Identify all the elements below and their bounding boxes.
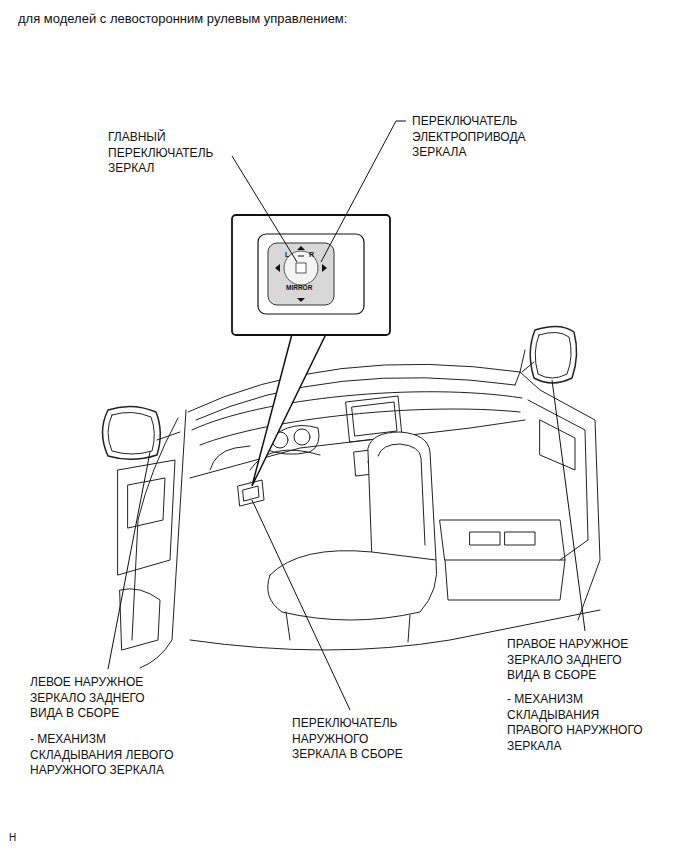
door-pocket	[120, 589, 160, 650]
leader-line	[232, 156, 297, 262]
switch-arrows	[275, 246, 327, 302]
center-console	[440, 520, 565, 560]
a-pillar	[515, 350, 525, 385]
center-console	[445, 560, 565, 600]
right-mirror-arm	[522, 362, 534, 372]
switch-body	[268, 243, 334, 305]
seat-back	[378, 444, 425, 545]
figure-code: H	[9, 831, 29, 844]
door-panel	[118, 460, 175, 575]
arrow-right	[322, 264, 327, 272]
mirror-switch-location	[243, 486, 259, 501]
leader-line	[252, 500, 350, 710]
dashboard	[192, 392, 522, 430]
arrow-up	[297, 246, 305, 250]
right-mirror-glass	[535, 332, 571, 378]
arrow-left	[275, 264, 280, 272]
part-name: ГЛАВНЫЙ ПЕРЕКЛЮЧАТЕЛЬ ЗЕРКАЛ	[108, 130, 230, 177]
seat-rail	[286, 612, 410, 642]
seat-cushion	[268, 551, 437, 620]
page-title: для моделей с левосторонним рулевым упра…	[18, 11, 347, 28]
part-name: ЛЕВОЕ НАРУЖНОЕ ЗЕРКАЛО ЗАДНЕГО ВИДА В СБ…	[30, 675, 162, 722]
switch-bezel	[258, 234, 364, 314]
left-mirror-arm	[157, 432, 180, 440]
center-display	[352, 402, 397, 436]
part-note: - МЕХАНИЗМ СКЛАДЫВАНИЯ ПРАВОГО НАРУЖНОГО…	[507, 692, 647, 754]
door-switches	[128, 478, 165, 528]
seat-back	[368, 432, 436, 573]
dashboard	[210, 446, 250, 470]
inset-pointer	[252, 334, 326, 486]
left-mirror-glass	[108, 412, 154, 454]
switch-marking: L	[285, 251, 295, 258]
part-name: ПЕРЕКЛЮЧАТЕЛЬ НАРУЖНОГО ЗЕРКАЛА В СБОРЕ	[292, 716, 416, 763]
leader-line	[108, 452, 150, 669]
switch-divider	[298, 256, 304, 257]
gauge	[294, 429, 310, 445]
fold-button	[296, 263, 306, 273]
inset-frame	[232, 215, 390, 335]
left-mirror	[103, 406, 161, 459]
switch-marking: MIRROR	[286, 285, 318, 292]
dashboard	[200, 409, 520, 445]
switch-marking: R	[309, 251, 319, 258]
right-mirror	[530, 326, 576, 383]
part-note: - МЕХАНИЗМ СКЛАДЫВАНИЯ ЛЕВОГО НАРУЖНОГО …	[30, 732, 182, 779]
part-name: ПЕРЕКЛЮЧАТЕЛЬ ЭЛЕКТРОПРИВОДА ЗЕРКАЛА	[412, 114, 542, 161]
right-door	[520, 372, 600, 620]
windshield-edge	[188, 364, 520, 412]
arrow-down	[297, 298, 305, 302]
part-name: ПРАВОЕ НАРУЖНОЕ ЗЕРКАЛО ЗАДНЕГО ВИДА В С…	[507, 637, 647, 684]
leader-line	[321, 121, 406, 262]
mirror-switch-location	[238, 480, 264, 506]
switch-knob	[284, 251, 318, 285]
right-door-handle	[540, 420, 575, 470]
vent	[470, 532, 535, 545]
dashboard	[190, 420, 525, 478]
leader-line	[552, 380, 585, 631]
